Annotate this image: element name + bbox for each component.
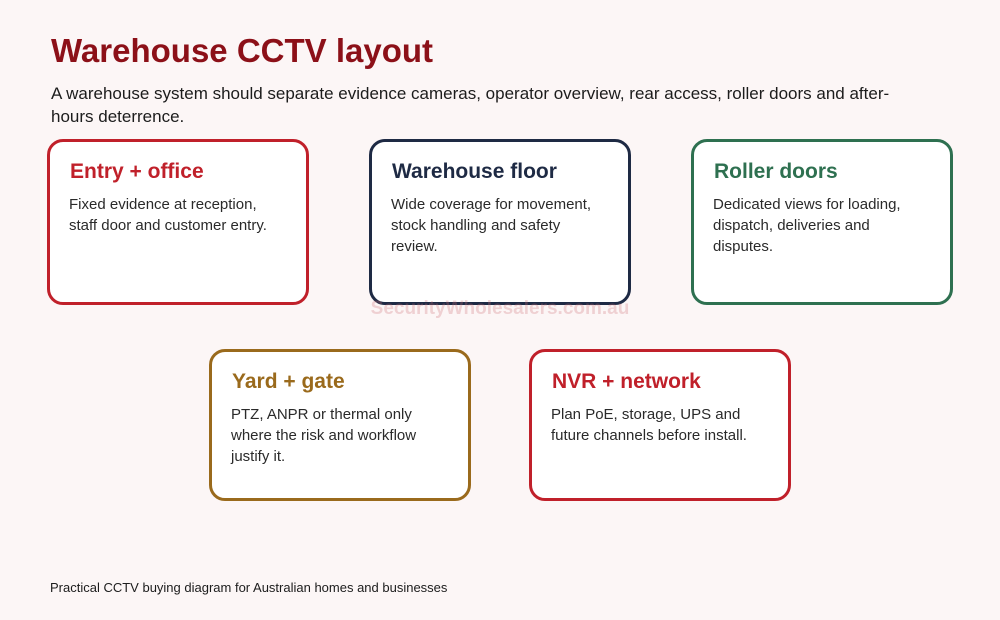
card-title: Warehouse floor [392,160,557,183]
card-title: Entry + office [70,160,204,183]
card-description: Wide coverage for movement, stock handli… [391,196,592,255]
card-description: Dedicated views for loading, dispatch, d… [713,196,901,255]
card-description: PTZ, ANPR or thermal only where the risk… [231,406,417,465]
page-title: Warehouse CCTV layout [51,32,433,69]
card-title: Roller doors [714,160,838,183]
footer-caption: Practical CCTV buying diagram for Austra… [50,580,448,595]
card-nvr-network: NVR + network Plan PoE, storage, UPS and… [529,349,791,501]
card-roller-doors: Roller doors Dedicated views for loading… [691,139,953,305]
page-subtitle: A warehouse system should separate evide… [51,84,890,126]
card-title: NVR + network [552,370,701,393]
card-description: Fixed evidence at reception, staff door … [69,196,267,234]
card-title: Yard + gate [232,370,345,393]
card-yard-gate: Yard + gate PTZ, ANPR or thermal only wh… [209,349,471,501]
card-entry-office: Entry + office Fixed evidence at recepti… [47,139,309,305]
card-warehouse-floor: Warehouse floor Wide coverage for moveme… [369,139,631,305]
watermark: SecurityWholesalers.com.au [370,298,630,319]
card-description: Plan PoE, storage, UPS and future channe… [551,406,747,444]
